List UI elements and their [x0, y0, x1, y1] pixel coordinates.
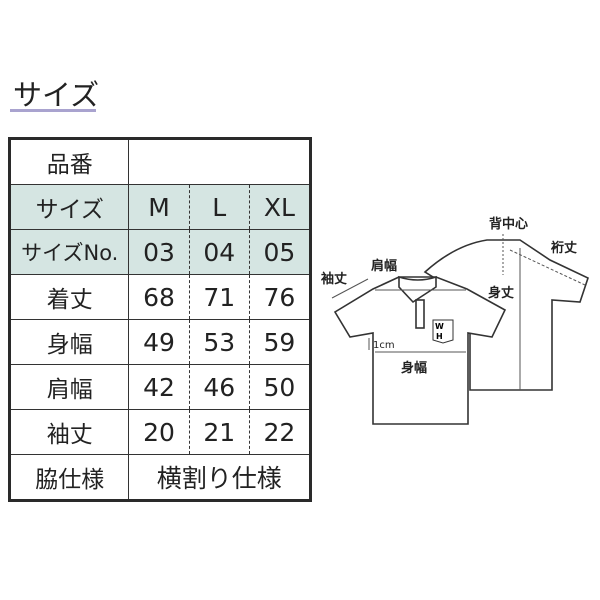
row-label: サイズNo. — [8, 229, 130, 275]
cell: 50 — [248, 364, 311, 410]
cell: 21 — [188, 409, 250, 455]
back-center-label: 背中心 — [489, 216, 528, 232]
placket — [415, 299, 425, 329]
cell: 68 — [128, 274, 190, 320]
sleeve-label: 袖丈 — [321, 271, 347, 287]
cell: 04 — [188, 229, 250, 275]
shoulder-label: 肩幅 — [371, 258, 397, 274]
cell: XL — [248, 184, 311, 230]
section-title: サイズ — [13, 78, 100, 112]
chest-label: 身幅 — [401, 360, 427, 376]
front-shirt — [333, 276, 507, 425]
body-length-label: 身丈 — [488, 285, 514, 301]
cell: 03 — [128, 229, 190, 275]
cell: 71 — [188, 274, 250, 320]
back-shirt — [423, 239, 589, 391]
pocket-w-label: W — [435, 322, 444, 331]
table-row: 品番 — [8, 138, 311, 185]
row-label: 着丈 — [8, 274, 130, 320]
row-label: 身幅 — [8, 319, 130, 365]
cell: 05 — [248, 229, 311, 275]
pocket-h-label: H — [436, 332, 443, 341]
cell: L — [188, 184, 250, 230]
row-label: 脇仕様 — [8, 454, 130, 501]
yuki-label: 裄丈 — [550, 240, 577, 256]
row-label: 袖丈 — [8, 409, 130, 455]
cell: 53 — [188, 319, 250, 365]
pocket — [432, 319, 454, 344]
table-row: 脇仕様横割り仕様 — [8, 454, 311, 501]
one-cm-label: 1cm — [373, 340, 395, 351]
title-underline — [10, 109, 96, 112]
row-label: サイズ — [8, 184, 130, 230]
side-spec-cell: 横割り仕様 — [128, 454, 311, 501]
cell: 76 — [248, 274, 311, 320]
